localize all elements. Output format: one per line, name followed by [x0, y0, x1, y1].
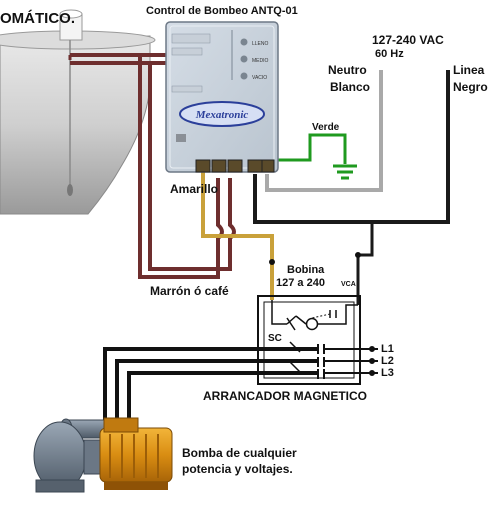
yellow-wire-label: Amarillo [170, 182, 218, 196]
three-phase-lines [103, 252, 378, 425]
ground-label: Verde [312, 122, 340, 133]
power-wires [253, 70, 450, 305]
water-tank [0, 9, 156, 215]
led-label-medium: MEDIO [252, 58, 269, 64]
controller-name: Control de Bombeo ANTQ-01 [146, 5, 298, 17]
led-label-full: LLENO [252, 41, 269, 47]
phase-label-l3: L3 [381, 367, 394, 379]
pump-caption-line2: potencia y voltajes. [182, 462, 293, 476]
coil-label: Bobina [287, 264, 325, 276]
pump [33, 417, 173, 493]
brown-wire-label: Marrón ó café [150, 284, 229, 298]
line-color-label: Negro [453, 80, 488, 94]
yellow-wire [201, 170, 274, 300]
magnetic-starter [257, 295, 361, 385]
led-label-empty: VACIO [252, 75, 267, 81]
coil-voltage-label: 127 a 240 [276, 277, 325, 289]
controller-brand: Mexatronic [195, 109, 249, 121]
phase-label-l2: L2 [381, 355, 394, 367]
neutral-label: Neutro [328, 63, 367, 77]
controller-box [165, 21, 279, 173]
frequency-label: 60 Hz [375, 48, 404, 60]
ground-wire [267, 133, 357, 180]
title-fragment: OMÁTICO. [0, 10, 75, 27]
coil-unit-label: VCA [341, 281, 356, 288]
neutral-color-label: Blanco [330, 80, 370, 94]
pump-caption-line1: Bomba de cualquier [182, 446, 297, 460]
voltage-label: 127-240 VAC [372, 33, 444, 47]
starter-name: ARRANCADOR MAGNETICO [203, 389, 367, 403]
brown-sensor-wires [68, 53, 236, 279]
line-label: Linea [453, 63, 485, 77]
sc-label: SC [268, 333, 282, 344]
phase-label-l1: L1 [381, 343, 394, 355]
